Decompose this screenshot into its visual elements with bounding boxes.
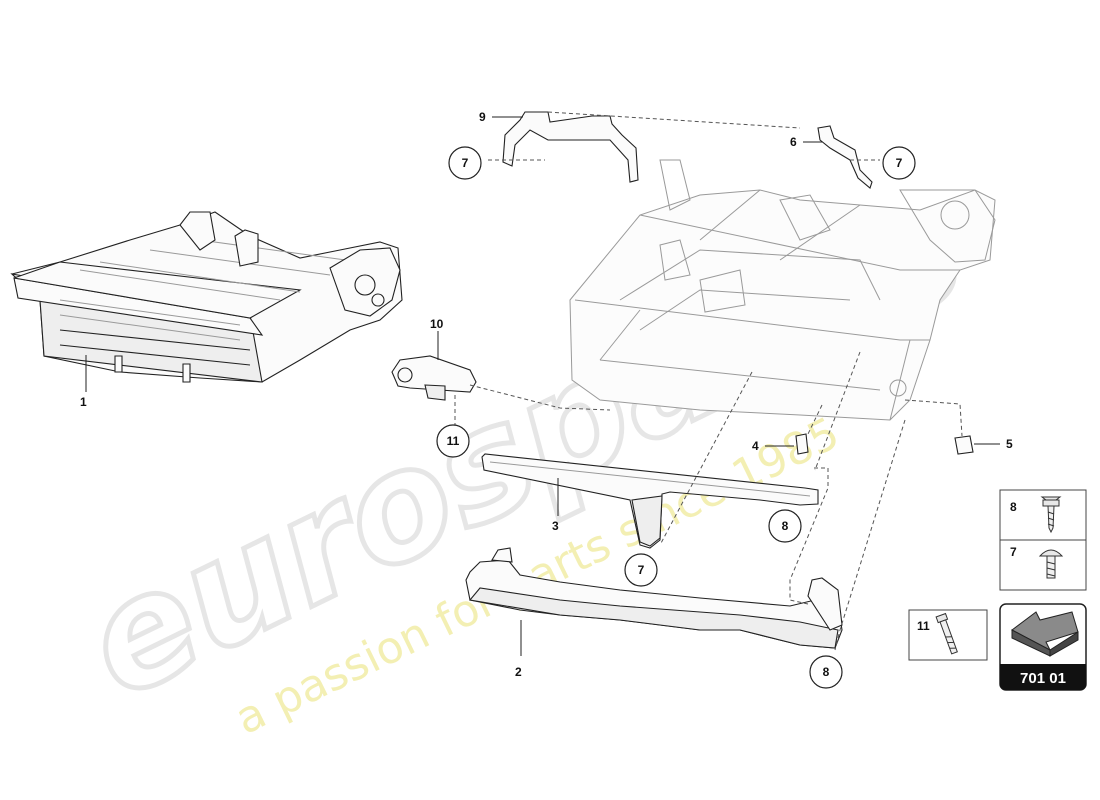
callout-9: 9 <box>479 110 486 124</box>
svg-text:7: 7 <box>638 563 645 577</box>
legend-7-label: 7 <box>1010 545 1017 559</box>
callout-4: 4 <box>752 439 759 453</box>
circled-7c: 7 <box>624 553 658 587</box>
callout-3: 3 <box>552 519 559 533</box>
clip-5: 5 <box>954 435 1013 455</box>
group-code-label: 701 01 <box>1020 670 1066 687</box>
callout-2: 2 <box>515 665 522 679</box>
circled-7a: 7 <box>448 146 482 180</box>
frame-assembly: 1 <box>10 211 403 409</box>
fastener-legend: 8 7 <box>999 489 1087 591</box>
bolt-icon <box>1038 549 1064 579</box>
circled-7b: 7 <box>882 146 916 180</box>
fastener-11-box: 11 <box>908 609 988 661</box>
assembly-lines <box>454 111 963 651</box>
arrow-icon <box>1011 611 1079 657</box>
callout-6: 6 <box>790 135 797 149</box>
bracket-9: 9 <box>479 110 639 183</box>
callout-5: 5 <box>1006 437 1013 451</box>
long-bolt-icon <box>935 612 958 655</box>
circled-8a: 8 <box>768 509 802 543</box>
svg-text:8: 8 <box>782 519 789 533</box>
callout-1: 1 <box>80 395 87 409</box>
group-code-badge: 701 01 <box>999 603 1087 691</box>
screw-icon <box>1040 496 1062 534</box>
callout-10: 10 <box>430 317 444 331</box>
mount-10: 10 <box>391 317 477 401</box>
clip-4: 4 <box>752 433 809 455</box>
bracket-6: 6 <box>790 125 873 189</box>
svg-text:7: 7 <box>896 156 903 170</box>
bumper-beam-2: 2 <box>465 547 843 679</box>
legend-11-label: 11 <box>917 619 930 633</box>
frame-ghost <box>569 159 996 421</box>
svg-text:11: 11 <box>447 434 460 448</box>
circled-11: 11 <box>436 424 470 458</box>
svg-text:7: 7 <box>462 156 469 170</box>
circled-8b: 8 <box>809 655 843 689</box>
legend-8-label: 8 <box>1010 500 1017 514</box>
svg-text:8: 8 <box>823 665 830 679</box>
cross-member-3: 3 <box>481 453 819 549</box>
